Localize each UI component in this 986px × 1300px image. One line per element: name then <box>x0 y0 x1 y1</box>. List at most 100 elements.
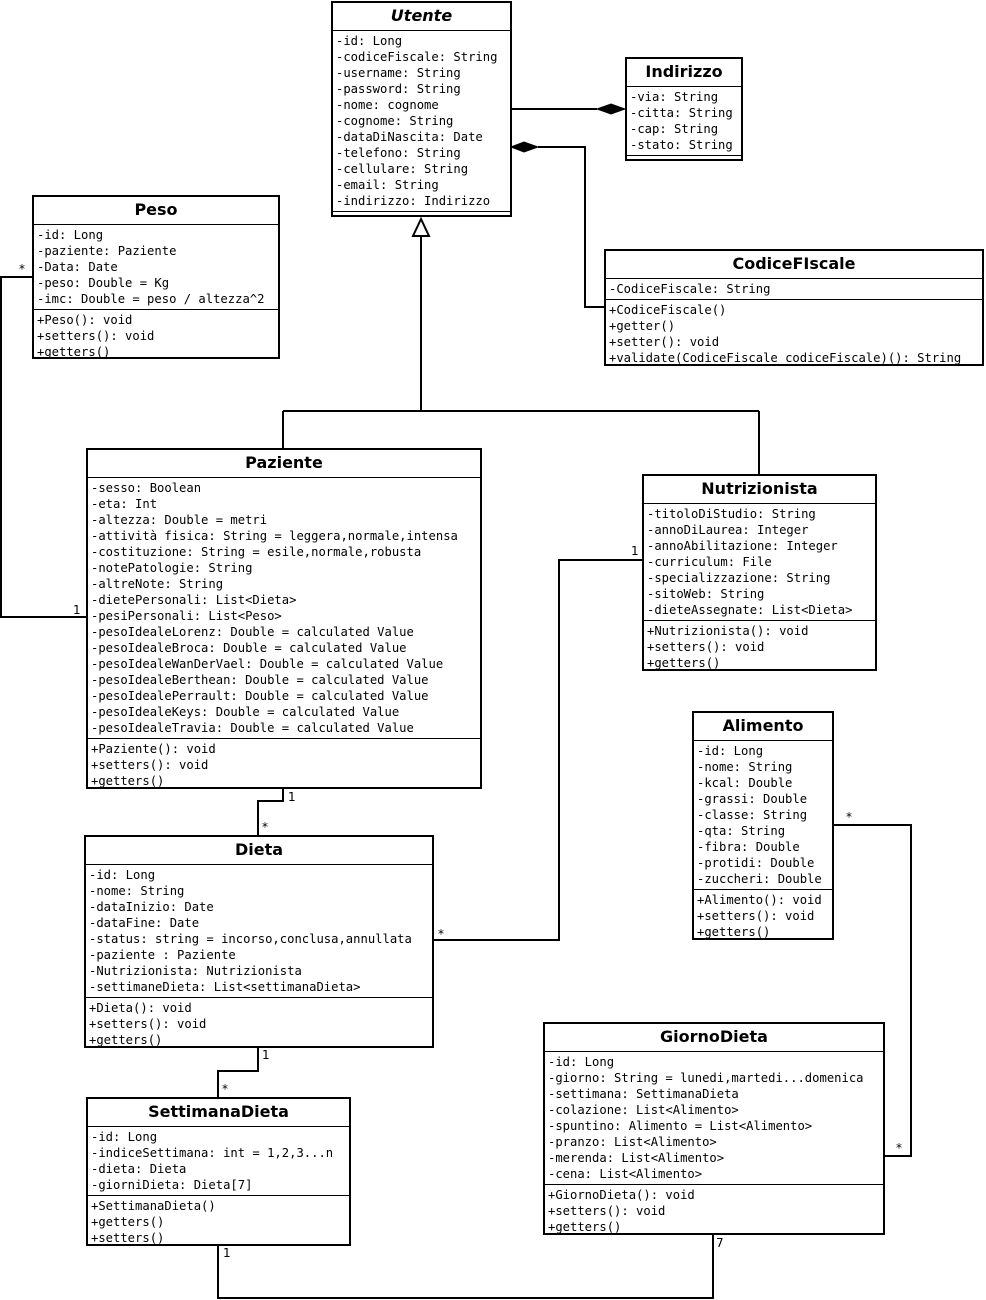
attribute: -annoAbilitazione: Integer <box>647 539 838 553</box>
multiplicity-label: * <box>846 810 852 824</box>
attribute: -pranzo: List<Alimento> <box>548 1135 717 1149</box>
class-name: SettimanaDieta <box>88 1099 349 1127</box>
attribute: -zuccheri: Double <box>697 872 822 886</box>
class-name: Alimento <box>694 713 832 741</box>
attribute: -fibra: Double <box>697 840 800 854</box>
class-indirizzo[interactable]: Indirizzo -via: String -citta: String -cap… <box>625 57 743 161</box>
attribute: -citta: String <box>630 106 733 120</box>
method: +setters(): void <box>91 758 209 772</box>
attribute: -Nutrizionista: Nutrizionista <box>89 964 302 978</box>
attribute: -Data: Date <box>37 260 118 274</box>
class-name: Indirizzo <box>627 59 741 87</box>
multiplicity-label: * <box>896 1141 902 1155</box>
class-nutrizionista[interactable]: Nutrizionista -titoloDiStudio: String-an… <box>642 474 877 671</box>
multiplicity-label: 1 <box>73 603 81 617</box>
attribute: -cognome: String <box>336 114 454 128</box>
attribute: -cellulare: String <box>336 162 469 176</box>
attribute: -notePatologie: String <box>91 561 253 575</box>
generalization-triangle <box>411 216 431 237</box>
class-peso[interactable]: Peso -id: Long-paziente: Paziente-Data: … <box>32 195 280 359</box>
attribute: -grassi: Double <box>697 792 808 806</box>
composition-utente-codicefiscale <box>538 146 604 308</box>
method: +getter() <box>609 319 676 333</box>
multiplicity-label: * <box>438 927 444 941</box>
class-dieta[interactable]: Dieta -id: Long-nome: String-dataInizio:… <box>84 835 434 1048</box>
attribute: -nome: cognome <box>336 98 439 112</box>
attribute: -colazione: List<Alimento> <box>548 1103 739 1117</box>
attribute: -telefono: String <box>336 146 461 160</box>
method: +SettimanaDieta() <box>91 1199 216 1213</box>
attribute: -via: String <box>630 90 719 104</box>
class-giornodieta[interactable]: GiornoDieta -id: Long -giorno: String = l… <box>543 1022 885 1235</box>
attributes-section: -id: Long -giorno: String = lunedi,marted… <box>545 1052 883 1184</box>
attribute: -curriculum: File <box>647 555 772 569</box>
attribute: -pesoIdealeBroca: Double = calculated Va… <box>91 641 407 655</box>
attribute: -giorno: String = lunedi,martedi...domen… <box>548 1071 864 1085</box>
method: +Paziente(): void <box>91 742 216 756</box>
methods-section: +Dieta(): void+setters(): void+getters() <box>86 997 432 1050</box>
association-paziente-dieta <box>257 788 284 835</box>
attribute: -altezza: Double = metri <box>91 513 268 527</box>
class-alimento[interactable]: Alimento -id: Long-nome: String-kcal: Do… <box>692 711 834 940</box>
multiplicity-label: * <box>19 262 25 276</box>
method: +setters(): void <box>548 1204 666 1218</box>
attribute: -indirizzo: Indirizzo <box>336 194 491 208</box>
attributes-section: -id: Long-paziente: Paziente-Data: Date-… <box>34 225 278 309</box>
attribute: -id: Long <box>37 228 104 242</box>
attribute: -pesoIdealeBerthean: Double = calculated… <box>91 673 429 687</box>
method: +Dieta(): void <box>89 1001 192 1015</box>
methods-section: +GiornoDieta(): void+setters(): void+get… <box>545 1184 883 1237</box>
attribute: -dietePersonali: List<Dieta> <box>91 593 297 607</box>
attribute: -pesoIdealeWanDerVael: Double = calculat… <box>91 657 444 671</box>
method: +Nutrizionista(): void <box>647 624 809 638</box>
method: +GiornoDieta(): void <box>548 1188 695 1202</box>
attribute: -CodiceFiscale: String <box>609 282 771 296</box>
method: +getters() <box>91 774 165 788</box>
method: +getters() <box>91 1215 165 1229</box>
attribute: -pesiPersonali: List<Peso> <box>91 609 282 623</box>
attribute: -id: Long <box>91 1130 158 1144</box>
method: +Peso(): void <box>37 313 133 327</box>
attribute: -pesoIdealeLorenz: Double = calculated V… <box>91 625 414 639</box>
class-name: GiornoDieta <box>545 1024 883 1052</box>
association-alimento-giorno <box>833 824 912 1157</box>
multiplicity-label: 1 <box>288 790 296 804</box>
methods-section <box>333 211 510 217</box>
attribute: -sitoWeb: String <box>647 587 765 601</box>
attribute: -username: String <box>336 66 461 80</box>
method: +setters() <box>91 1231 165 1245</box>
attribute: -dieta: Dieta <box>91 1162 187 1176</box>
class-utente[interactable]: Utente -id: Long-codiceFiscale: String-u… <box>331 1 512 217</box>
attribute: -dataFine: Date <box>89 916 200 930</box>
method: +setters(): void <box>647 640 765 654</box>
attribute: -status: string = incorso,conclusa,annul… <box>89 932 412 946</box>
attributes-section: -id: Long-codiceFiscale: String-username… <box>333 31 510 211</box>
attribute: -cap: String <box>630 122 719 136</box>
method: +CodiceFiscale() <box>609 303 727 317</box>
attributes-section: -id: Long-nome: String-dataInizio: Date-… <box>86 865 432 997</box>
class-name: CodiceFIscale <box>606 251 982 279</box>
class-settimanadieta[interactable]: SettimanaDieta -id: Long-indiceSettimana… <box>86 1097 351 1246</box>
attribute: -paziente : Paziente <box>89 948 236 962</box>
attribute: -giorniDieta: Dieta[7] <box>91 1178 253 1192</box>
multiplicity-label: 1 <box>262 1048 270 1062</box>
method: +setters(): void <box>697 909 815 923</box>
attributes-section: -CodiceFiscale: String <box>606 279 982 299</box>
attribute: -merenda: List<Alimento> <box>548 1151 725 1165</box>
methods-section: +Nutrizionista(): void +setters(): void +g… <box>644 620 875 673</box>
association-nutrizionista-dieta <box>433 559 642 941</box>
methods-section: +Peso(): void+setters(): void+getters() <box>34 309 278 362</box>
attribute: -pesoIdealeKeys: Double = calculated Val… <box>91 705 400 719</box>
association-peso-paziente <box>0 276 86 618</box>
class-name: Utente <box>333 3 510 31</box>
class-paziente[interactable]: Paziente -sesso: Boolean-eta: Int-altezz… <box>86 448 482 789</box>
class-name: Nutrizionista <box>644 476 875 504</box>
attribute: -eta: Int <box>91 497 158 511</box>
attribute: -id: Long <box>548 1055 615 1069</box>
class-codicefiscale[interactable]: CodiceFIscale -CodiceFiscale: String +Co… <box>604 249 984 366</box>
method: +getters() <box>647 656 721 670</box>
attribute: -dieteAssegnate: List<Dieta> <box>647 603 853 617</box>
class-name: Paziente <box>88 450 480 478</box>
attribute: -settimaneDieta: List<settimanaDieta> <box>89 980 361 994</box>
